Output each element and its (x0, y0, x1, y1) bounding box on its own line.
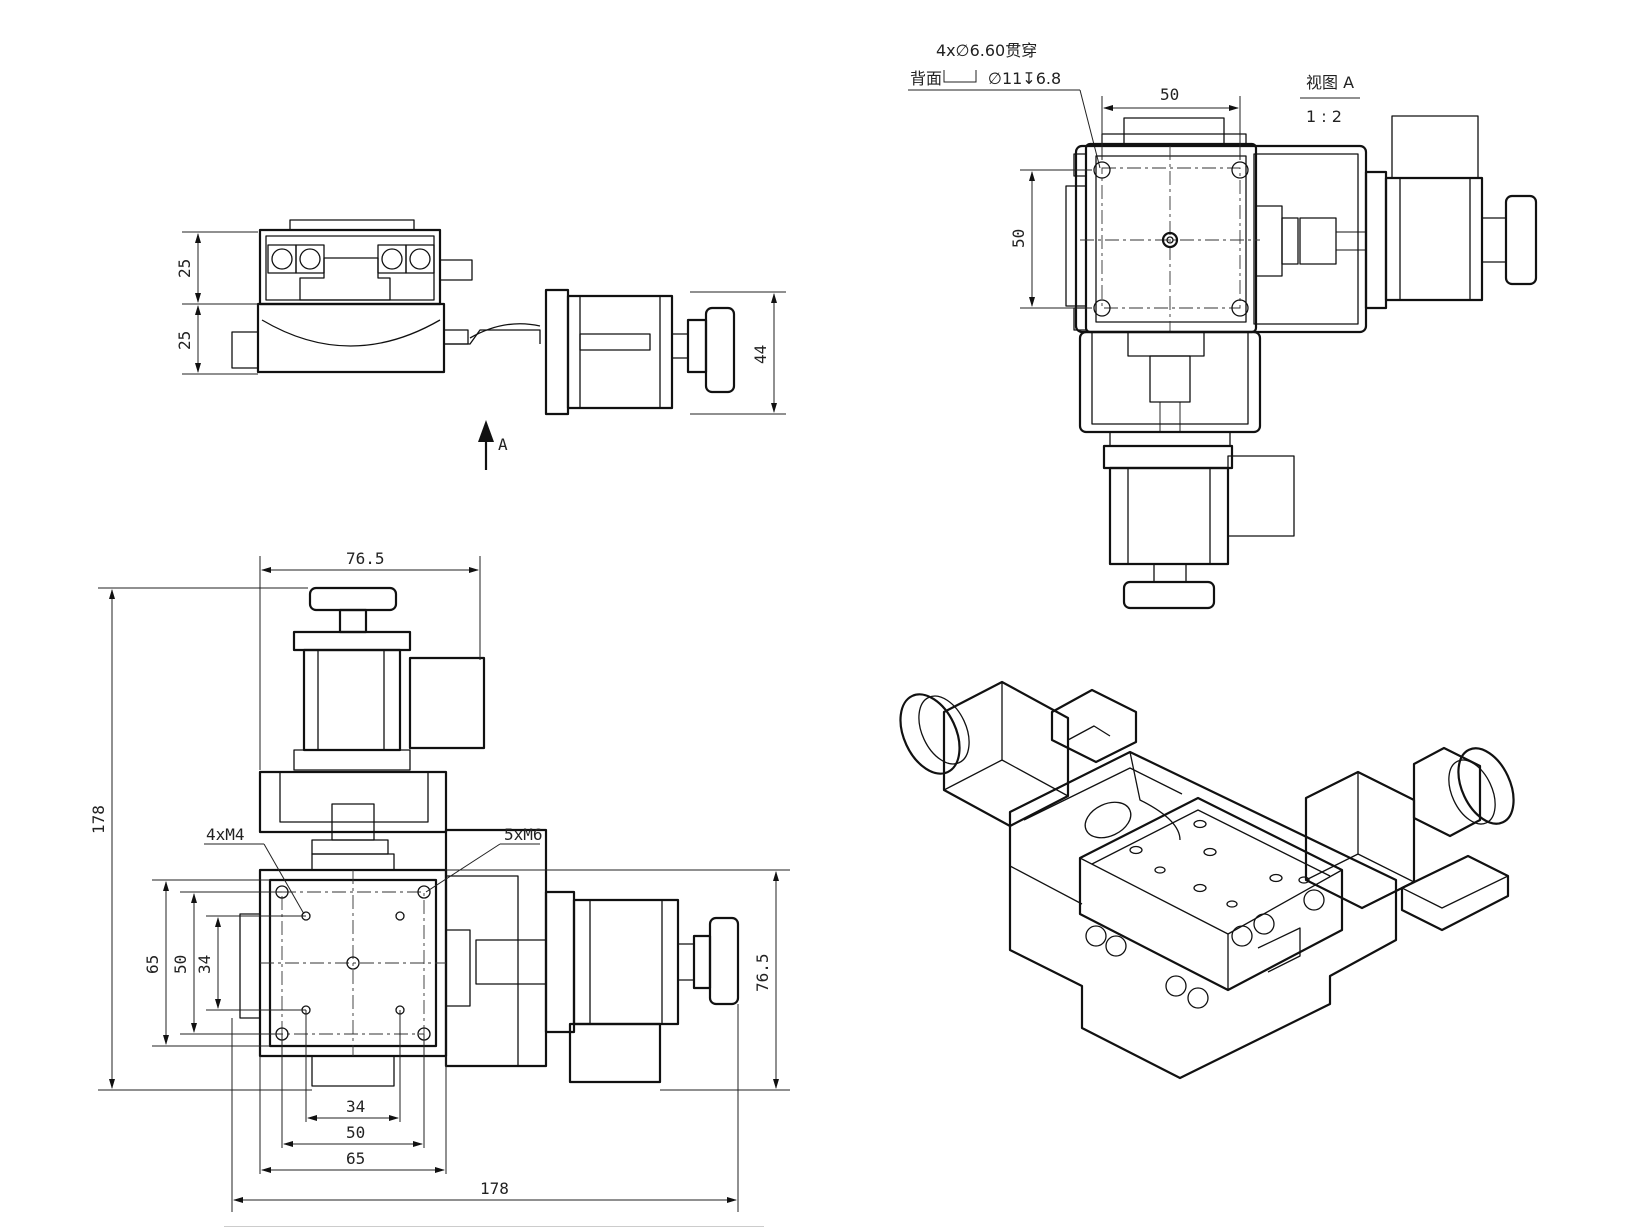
view-arrow: A (478, 420, 508, 470)
dim-lower-height: 25 (175, 331, 194, 350)
dim-overall-height: 178 (89, 805, 108, 834)
dim-height-50: 50 (171, 955, 190, 974)
view-a-callout-value: ∅11↧6.8 (988, 69, 1061, 88)
right-motor (444, 828, 740, 1084)
bearing-group (267, 244, 435, 274)
dim-height-34: 34 (195, 955, 214, 974)
dim-hole-spacing-h: 50 (1160, 85, 1179, 104)
side-motor (544, 288, 736, 416)
view-a-scale: 1 : 2 (1306, 107, 1342, 126)
dim-overall-width: 178 (480, 1179, 509, 1198)
dim-width-50: 50 (346, 1123, 365, 1142)
dim-width-34: 34 (346, 1097, 365, 1116)
side-dimensions: 25 25 44 (175, 231, 786, 415)
view-a-title: 视图 A (1306, 73, 1354, 92)
callout-large-holes: 5xM6 (504, 825, 543, 844)
callout-small-holes: 4xM4 (206, 825, 245, 844)
dim-height-65: 65 (143, 955, 162, 974)
top-view-motor (292, 586, 486, 771)
view-a-callout-line1: 4x∅6.60贯穿 (936, 41, 1037, 60)
top-view-dimensions: 76.5 178 65 50 34 76.5 (89, 549, 790, 1212)
side-view: 25 25 44 A (175, 219, 786, 470)
dim-width-65: 65 (346, 1149, 365, 1168)
iso-left-motor (899, 680, 1138, 828)
view-a-callout-prefix: 背面 (910, 69, 942, 88)
view-arrow-label: A (498, 435, 508, 454)
iso-holes (1129, 819, 1310, 908)
isometric-view (899, 680, 1515, 1080)
dim-hole-spacing-v: 50 (1009, 229, 1028, 248)
iso-right-motor (1304, 746, 1515, 932)
view-a: 4x∅6.60贯穿 背面 ∅11↧6.8 视图 A 1 : 2 (908, 41, 1538, 610)
dim-right-height: 76.5 (753, 953, 772, 992)
top-view: 4xM4 5xM6 76.5 178 65 50 (89, 549, 790, 1227)
dim-motor-height: 44 (751, 345, 770, 364)
hole-callouts: 4xM4 5xM6 (204, 825, 543, 915)
dim-stage-width: 76.5 (346, 549, 385, 568)
dim-upper-height: 25 (175, 259, 194, 278)
